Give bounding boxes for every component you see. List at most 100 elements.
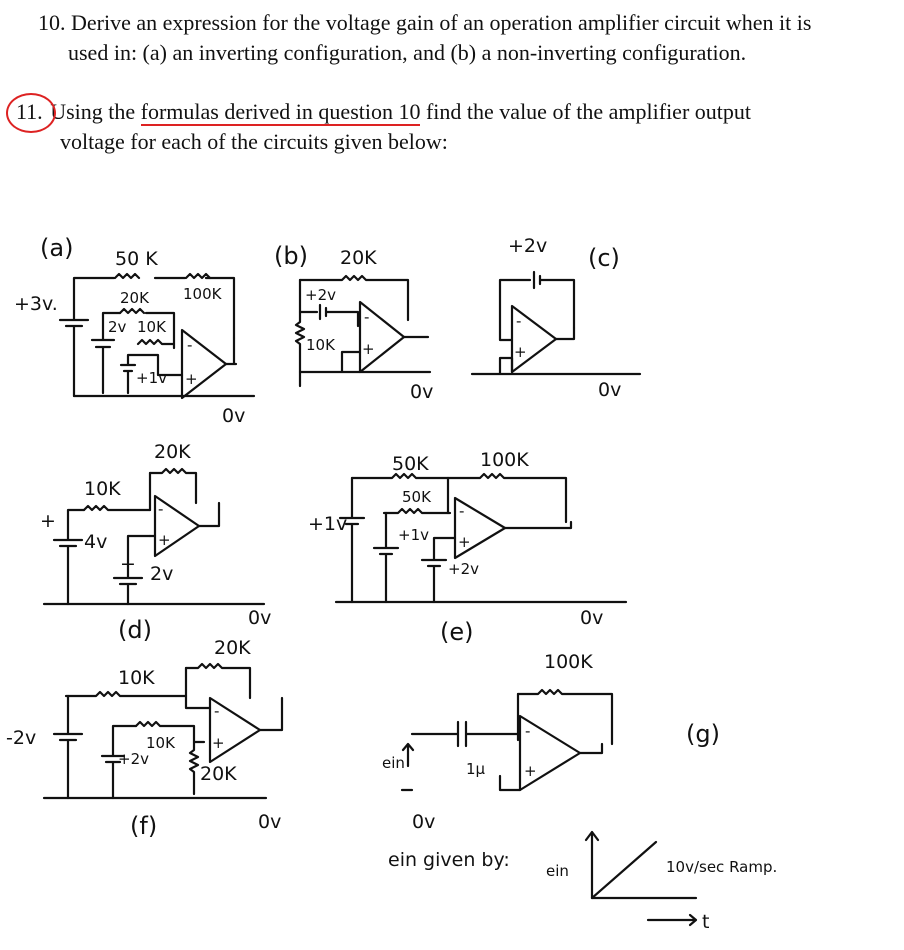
circuit-d-src1-label: 4v — [84, 531, 107, 553]
circuit-e-plus: + — [458, 533, 471, 551]
circuit-b-r-fb-label: 20K — [340, 247, 377, 269]
circuit-d-r-in — [82, 504, 152, 512]
circuit-d-src2-label: 2v — [150, 563, 173, 585]
circuit-f-src2-label: +2v — [118, 750, 149, 768]
circuit-d: 20K 10K + 4v - + + 2v 0v (d) — [40, 441, 271, 644]
circuit-f-src1-label: -2v — [6, 727, 36, 749]
circuit-g-ramp-line — [590, 840, 658, 900]
circuit-e-minus: - — [459, 502, 464, 520]
circuit-a-r-fb-symbol — [184, 272, 212, 280]
circuit-a-src1-label: +3v. — [14, 293, 58, 315]
circuit-e-r2-label: 50K — [402, 488, 432, 506]
circuit-f-src2 — [100, 724, 138, 800]
circuit-f-r-in — [64, 666, 188, 698]
circuit-e-top-wire — [350, 472, 568, 524]
circuit-e-ground-label: 0v — [580, 607, 603, 629]
circuit-d-tag: (d) — [118, 616, 152, 644]
circuit-a-output — [224, 336, 238, 366]
circuit-b-minus: - — [364, 308, 369, 326]
circuit-g-ground-wires — [400, 774, 522, 792]
circuit-e-src3 — [420, 536, 457, 604]
circuit-e-tag: (e) — [440, 618, 474, 646]
question-11-underlined: formulas derived in question 10 — [140, 99, 421, 126]
circuit-d-opamp — [153, 494, 201, 558]
question-10-line-2: used in: (a) an inverting configuration,… — [68, 40, 747, 65]
circuit-g-ground-label: 0v — [412, 811, 435, 833]
circuit-c-src-label: +2v — [508, 235, 547, 257]
circuit-b-r-in — [294, 310, 306, 388]
question-10: 10. Derive an expression for the voltage… — [38, 8, 888, 68]
circuit-d-minus: - — [158, 500, 163, 518]
circuit-g-axis-y-label: ein — [546, 862, 569, 880]
question-11: 11. Using the formulas derived in questi… — [6, 93, 899, 157]
circuit-b-r-in-label: 10K — [306, 336, 336, 354]
circuit-a-r-fb-label: 100K — [183, 285, 223, 303]
circuit-e-r2 — [382, 507, 452, 515]
circuit-a-r-in-label: 10K — [137, 318, 167, 336]
circuit-a-ground-label: 0v — [222, 405, 245, 427]
circuit-a-src3-label: +1v — [136, 369, 167, 387]
circuit-f: 20K 10K -2v - + 10K +2v 20K 0v (f) — [6, 637, 284, 840]
circuit-f-r-mid — [134, 720, 206, 744]
circuit-d-plus: + — [158, 531, 171, 549]
circuit-a-opamp — [180, 328, 228, 400]
circuit-a-src2-label: 2v — [108, 318, 127, 336]
circuit-c-minus: - — [516, 312, 521, 330]
circuit-a-r-top — [113, 272, 141, 280]
circuit-g-ramp-label: 10v/sec Ramp. — [666, 858, 777, 876]
circuit-e-src3-label: +2v — [448, 560, 479, 578]
circuit-f-r-fb-label: 20K — [214, 637, 251, 659]
circuit-b-opamp — [358, 300, 406, 374]
question-number-circle — [6, 93, 56, 133]
circuit-f-r-gnd-label: 20K — [200, 763, 237, 785]
circuit-g-time-arrow — [646, 913, 698, 927]
circuit-a-r-mid-label: 20K — [120, 289, 150, 307]
circuit-c-plus: + — [514, 343, 527, 361]
circuit-d-ground-label: 0v — [248, 607, 271, 629]
circuit-b-feedback — [298, 274, 410, 322]
circuit-g: 100K - + 1µ ein (g) 0v ein given by: ein… — [382, 651, 777, 933]
circuit-c-tag: (c) — [588, 244, 620, 272]
circuit-b: (b) 20K +2v 10K - + 0v — [274, 242, 433, 403]
circuit-c-ground-label: 0v — [598, 379, 621, 401]
circuit-f-minus: - — [214, 702, 219, 720]
circuit-c: +2v (c) - + 0v — [470, 235, 642, 401]
circuit-g-capacitor — [410, 692, 520, 748]
circuit-f-feedback — [184, 662, 252, 700]
circuit-e-src1-label: +1v — [308, 513, 347, 535]
circuit-g-axis-x-label: t — [702, 911, 709, 933]
question-11-rest: find the value of the amplifier output — [425, 99, 751, 124]
circuit-e-src1 — [338, 476, 366, 604]
circuit-f-output — [184, 694, 284, 732]
circuit-e-src2-label: +1v — [398, 526, 429, 544]
circuit-a-r-top-label: 50 K — [115, 248, 158, 270]
circuit-d-feedback — [148, 467, 198, 505]
circuit-b-plus: + — [362, 340, 375, 358]
circuit-g-ein-label: ein — [382, 754, 405, 772]
circuit-g-input-arrow — [401, 742, 415, 768]
circuit-a-wires-top — [58, 276, 236, 398]
circuit-e-src2 — [372, 511, 400, 604]
circuit-d-src1-plus: + — [40, 510, 56, 532]
circuit-c-src-wires — [498, 270, 576, 342]
circuit-f-ground-label: 0v — [258, 811, 281, 833]
circuit-e-r1-label: 50K — [392, 453, 429, 475]
circuit-a-mid-wires — [90, 311, 176, 395]
circuit-c-wires — [470, 326, 642, 376]
question-10-line-1: 10. Derive an expression for the voltage… — [38, 10, 812, 35]
circuit-d-r-in-label: 10K — [84, 478, 121, 500]
circuit-a-minus: - — [187, 336, 192, 354]
circuit-e-opamp — [453, 496, 507, 560]
question-11-lead: Using the — [50, 99, 136, 124]
circuit-b-wires — [298, 335, 432, 374]
circuit-a: (a) 50 K 20K 100K +3v. 2v 10K - + +1v 0v — [14, 234, 256, 427]
circuit-g-opamp — [518, 714, 582, 792]
circuit-g-plus: + — [524, 762, 537, 780]
circuit-f-r-mid-label: 10K — [146, 734, 176, 752]
circuit-e: 50K 100K 50K +1v +1v - + +2v 0v (e) — [308, 449, 628, 646]
circuit-d-r-fb-label: 20K — [154, 441, 191, 463]
circuit-g-tag: (g) — [686, 720, 720, 748]
circuit-c-opamp — [510, 304, 558, 374]
circuit-d-src1 — [52, 508, 86, 606]
